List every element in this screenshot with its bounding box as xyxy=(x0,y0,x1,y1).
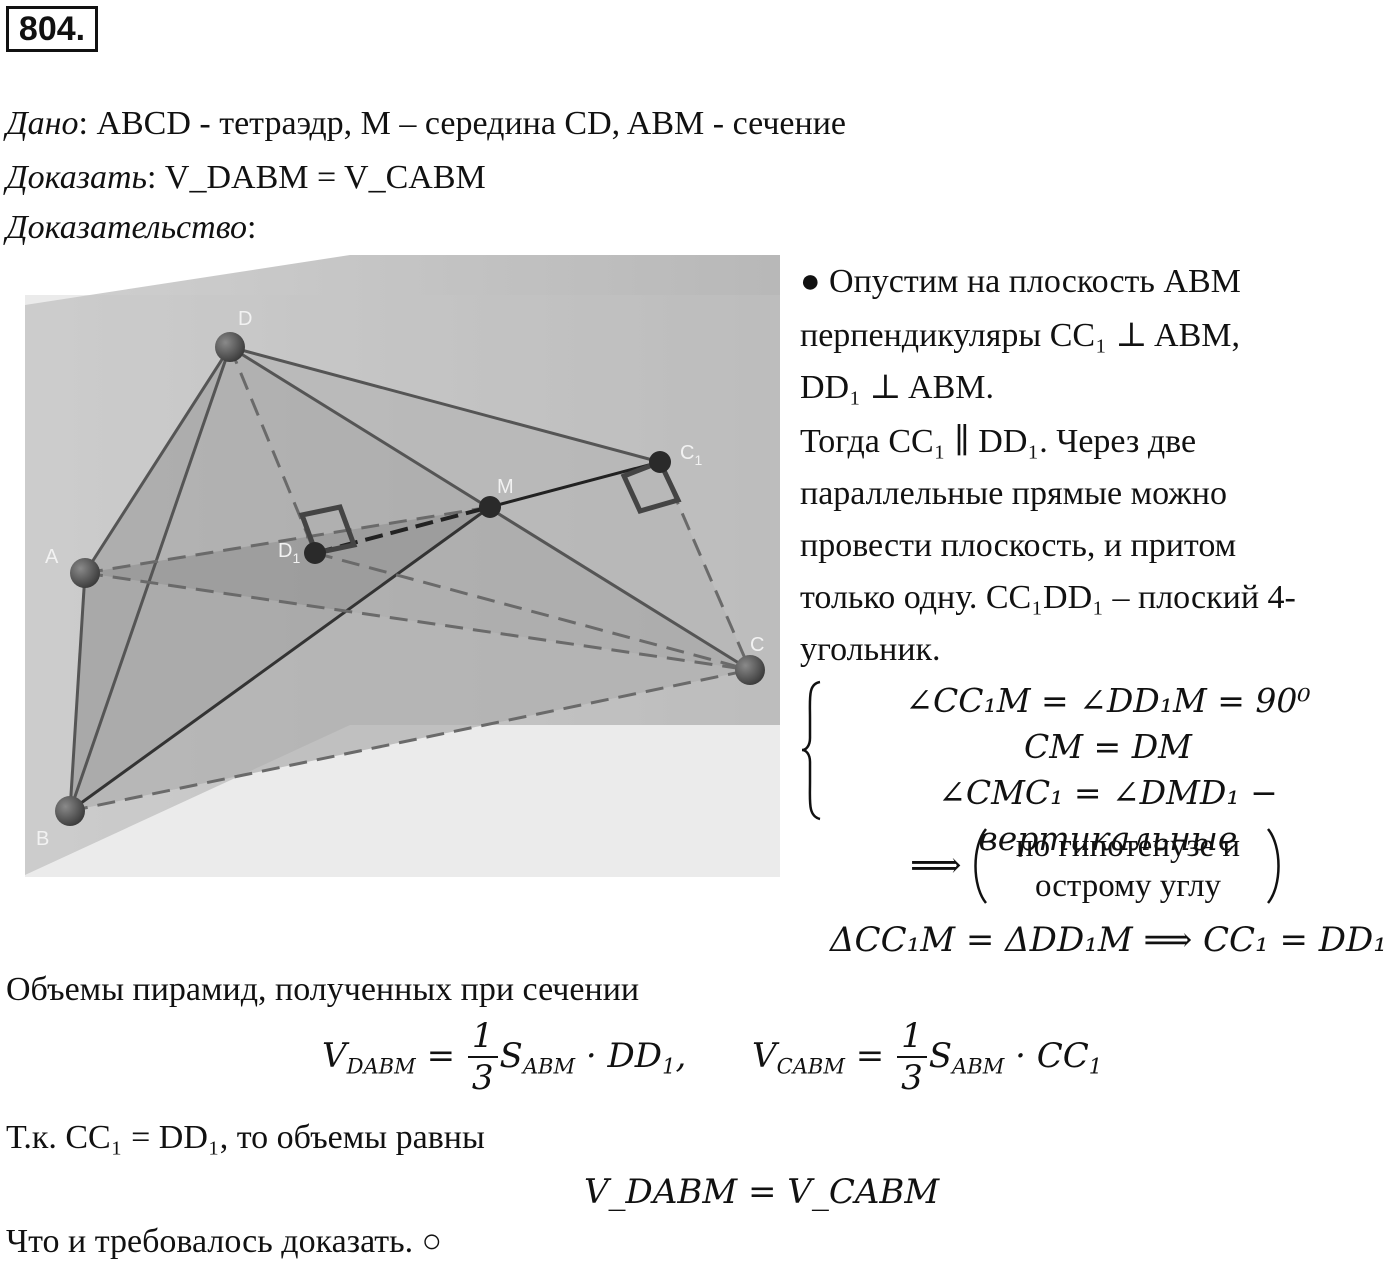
implies-line-1: по гипотенузе и xyxy=(1015,828,1241,864)
prove-line: Доказать: V_DABM = V_CABM xyxy=(6,158,486,198)
point-m xyxy=(479,496,501,518)
right-angle-c1 xyxy=(620,458,682,515)
implies-line-2: острому углу xyxy=(1034,868,1222,904)
right-line-8: угольник. xyxy=(800,631,941,668)
given-label: Дано xyxy=(6,105,79,142)
left-paren xyxy=(974,828,988,904)
edge-dc1 xyxy=(229,345,661,464)
label-c1: C1 xyxy=(680,442,702,468)
problem-number: 804. xyxy=(6,6,98,52)
point-d xyxy=(215,332,245,362)
tetrahedron-figure: D A B C M C1 D1 xyxy=(25,255,780,877)
volumes-intro: Объемы пирамид, полученных при сечении xyxy=(6,971,640,1008)
conclusion-line: Что и требовалось доказать. ○ xyxy=(6,1223,443,1260)
equation-system: ∠CC₁M = ∠DD₁M = 90⁰ CM = DM ∠CMC₁ = ∠DMD… xyxy=(800,678,1400,858)
right-line-4: Тогда CC₁ ∥ DD₁. Через две xyxy=(800,423,1197,460)
right-line-1: ● Опустим на плоскость ABM xyxy=(800,263,1241,300)
edge-db xyxy=(68,346,232,812)
implies-block: ⟹ по гипотенузе и острому углу xyxy=(910,826,1290,906)
proof-label: Доказательство xyxy=(6,209,248,246)
prove-text: : V_DABM = V_CABM xyxy=(146,159,486,196)
prove-label: Доказать xyxy=(6,159,147,196)
result-line: V_DABM = V_CABM xyxy=(584,1172,940,1212)
label-c: C xyxy=(750,634,764,656)
segment-mc1 xyxy=(489,460,661,509)
right-line-5: параллельные прямые можно xyxy=(800,475,1227,512)
given-line: Дано: ABCD - тетраэдр, M – середина CD, … xyxy=(6,104,846,144)
right-line-6: провести плоскость, и притом xyxy=(800,527,1237,564)
system-line-1: ∠CC₁M = ∠DD₁M = 90⁰ xyxy=(905,681,1311,720)
point-c1 xyxy=(649,451,671,473)
proof-colon: : xyxy=(247,209,257,246)
label-d1: D1 xyxy=(278,540,300,566)
given-text: : ABCD - тетраэдр, M – середина CD, ABM … xyxy=(78,105,847,142)
edge-am xyxy=(84,505,491,575)
left-brace xyxy=(801,680,821,821)
label-a: A xyxy=(45,546,59,568)
label-d: D xyxy=(238,308,252,330)
right-paren xyxy=(1266,828,1280,904)
point-d1 xyxy=(304,542,326,564)
implies-arrow: ⟹ xyxy=(910,845,962,885)
system-line-3: ∠CMC₁ = ∠DMD₁ − вертикальные xyxy=(938,773,1278,858)
edge-ab xyxy=(68,572,87,812)
edge-d1c xyxy=(314,551,751,672)
since-line: Т.к. CC₁ = DD₁, то объемы равны xyxy=(6,1119,485,1156)
face-acb xyxy=(70,573,750,811)
label-m: M xyxy=(497,476,514,498)
right-line-3: DD₁ ⊥ ABM. xyxy=(800,369,995,406)
point-a xyxy=(70,558,100,588)
edge-bc xyxy=(69,668,751,813)
edge-bm xyxy=(69,505,491,813)
right-angle-d1 xyxy=(298,504,358,556)
edge-ac xyxy=(84,571,751,672)
point-c xyxy=(735,655,765,685)
proof-line: Доказательство: xyxy=(6,208,256,248)
label-b: B xyxy=(36,828,49,850)
system-line-2: CM = DM xyxy=(1024,727,1192,766)
right-line-2: перпендикуляры CC₁ ⊥ ABM, xyxy=(800,317,1241,354)
right-line-7: только одну. CC₁DD₁ – плоский 4- xyxy=(800,579,1296,616)
congruence-line: ΔCC₁M = ΔDD₁M ⟹ CC₁ = DD₁ xyxy=(830,920,1387,960)
point-b xyxy=(55,796,85,826)
edge-da xyxy=(83,346,232,574)
